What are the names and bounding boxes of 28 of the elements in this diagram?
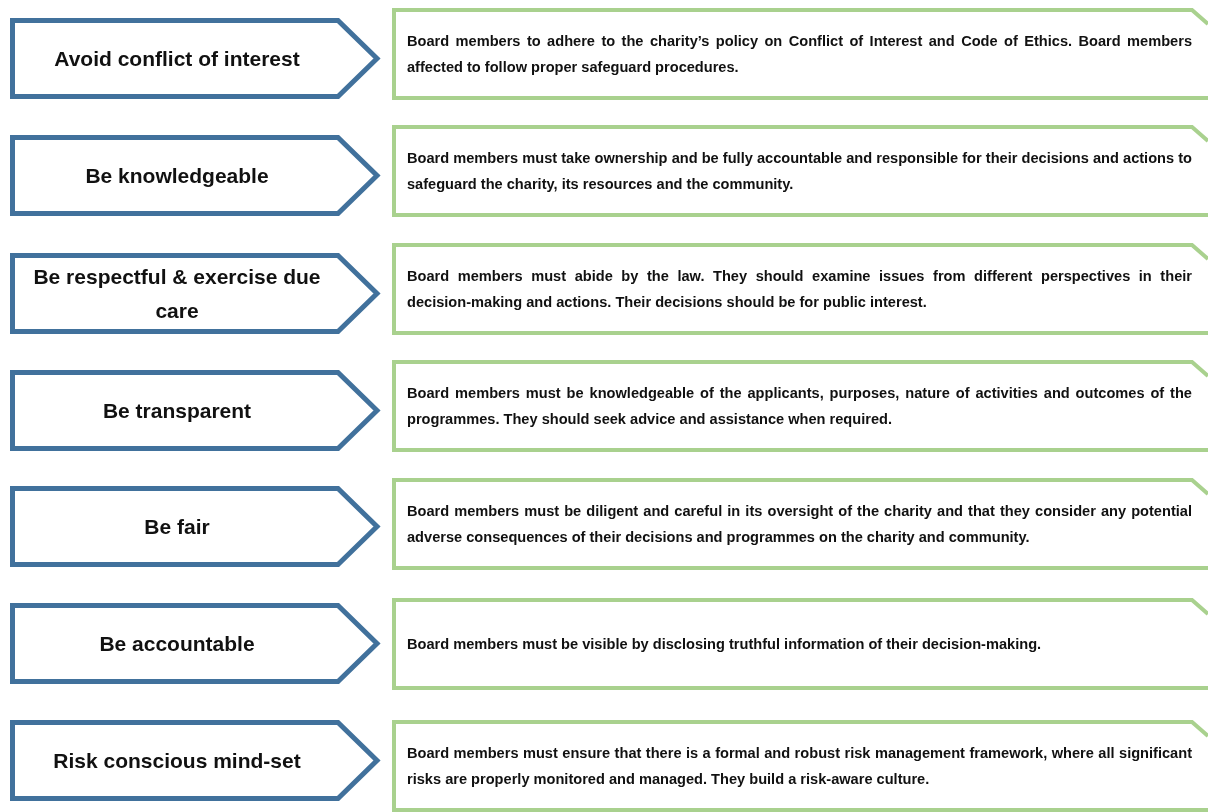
chevron-box (10, 720, 380, 801)
chevron-box (10, 18, 380, 99)
description-text: Board members must be knowledgeable of the applicants, purposes, nature of activities and outcomes of the programmes. They should seek advice and assistance when required. (407, 384, 1192, 429)
principle-title: Be accountable (99, 630, 255, 657)
principle-title: Risk conscious mind-set (53, 747, 301, 774)
principle-title: Be knowledgeable (85, 162, 269, 189)
description-box (392, 125, 1208, 217)
principle-title: Be fair (144, 513, 210, 540)
chevron-box (10, 135, 380, 216)
description-text: Board members must be diligent and careful in its oversight of the charity and that they consider any potential adverse consequences of their decisions and programmes on the charity and community. (407, 502, 1192, 547)
description-text: Board members must abide by the law. They should examine issues from different perspectives in their decision-making and actions. Their decisions should be for public interest. (407, 267, 1192, 312)
chevron-box (10, 486, 380, 567)
description-box (392, 243, 1208, 335)
chevron-box (10, 253, 380, 334)
description-box (392, 720, 1208, 812)
description-box (392, 598, 1208, 690)
description-box (392, 478, 1208, 570)
principle-title: Be respectful & exercise due care (32, 263, 322, 324)
description-text: Board members must be visible by disclosing truthful information of their decision-making. (407, 635, 1043, 654)
description-text: Board members must ensure that there is a formal and robust risk management framework, where all significant risks are properly monitored and managed. They build a risk-aware culture. (407, 744, 1192, 789)
description-text: Board members to adhere to the charity’s policy on Conflict of Interest and Code of Ethics. Board members affected to follow proper safeguard procedures. (407, 32, 1192, 77)
description-box (392, 8, 1208, 100)
description-box (392, 360, 1208, 452)
principle-title: Be transparent (102, 397, 252, 424)
description-text: Board members must take ownership and be fully accountable and responsible for their decisions and actions to safeguard the charity, its resources and the community. (407, 149, 1192, 194)
principle-title: Avoid conflict of interest (54, 45, 300, 72)
chevron-box (10, 603, 380, 684)
chevron-box (10, 370, 380, 451)
